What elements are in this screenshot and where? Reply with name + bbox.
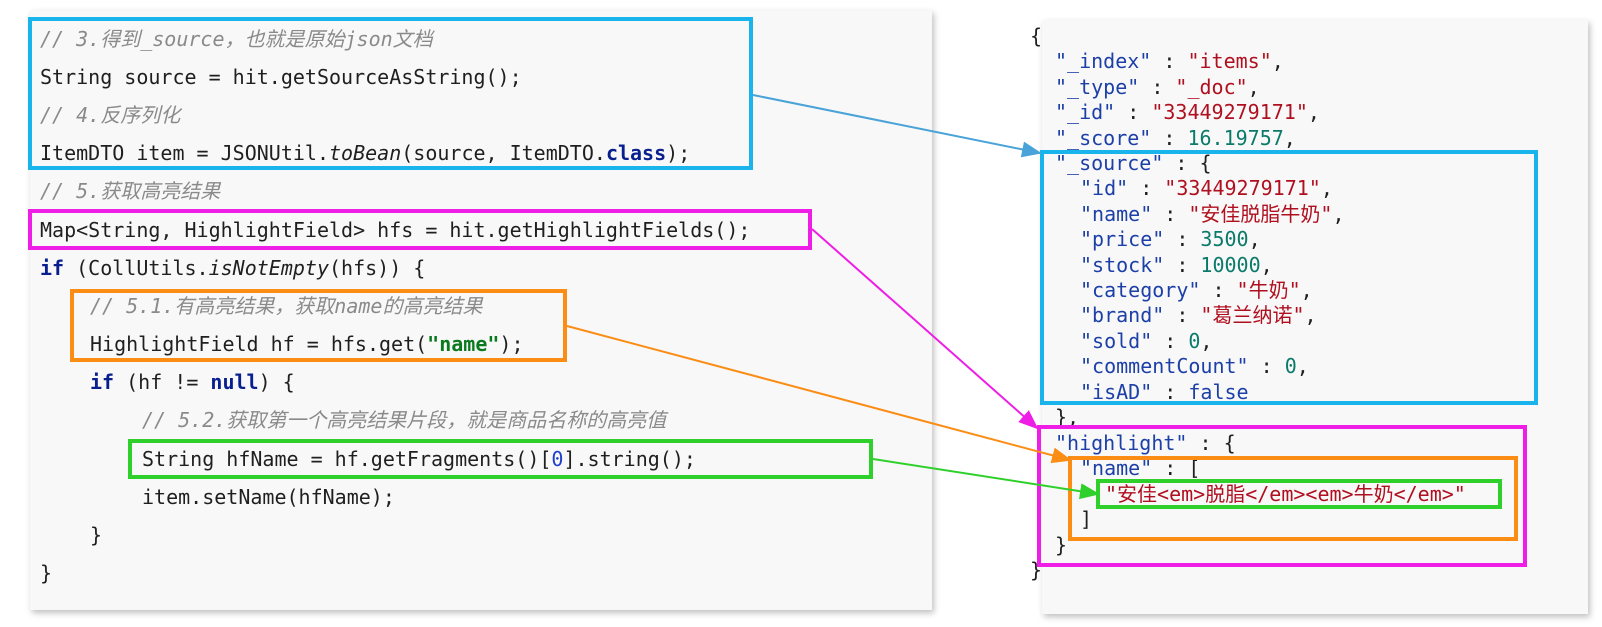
json-value: 16.19757 bbox=[1187, 126, 1284, 150]
json-key: "_id" bbox=[1055, 100, 1116, 124]
json-key: "highlight" bbox=[1055, 431, 1188, 455]
code-token: (source, ItemDTO. bbox=[401, 141, 606, 165]
name-highlight-box bbox=[70, 289, 567, 362]
json-source-stock: "stock" : 10000, bbox=[1080, 253, 1273, 277]
arrow-name bbox=[566, 325, 1072, 464]
code-brace-inner: } bbox=[90, 523, 103, 547]
code-token: ); bbox=[666, 141, 691, 165]
json-source-line: "_source" : { bbox=[1055, 151, 1212, 175]
json-key: "id" bbox=[1080, 176, 1129, 200]
code-keyword-null: null bbox=[210, 370, 259, 394]
json-key: "_score" bbox=[1055, 126, 1152, 150]
comment-name-highlight: // 5.1.有高亮结果，获取name的高亮结果 bbox=[90, 294, 483, 318]
arrow-highlight bbox=[811, 228, 1039, 430]
json-highlight-close: } bbox=[1055, 533, 1068, 557]
comment-get-highlight: // 5.获取高亮结果 bbox=[40, 179, 221, 203]
json-highlight-line: "highlight" : { bbox=[1055, 431, 1236, 455]
json-highlight-box bbox=[1037, 425, 1527, 567]
json-type-line: "_type" : "_doc", bbox=[1055, 75, 1260, 99]
json-value: "items" bbox=[1187, 49, 1272, 73]
code-token-method: isNotEmpty bbox=[208, 256, 330, 280]
json-array-close: ] bbox=[1080, 507, 1093, 531]
comment-first-fragment: // 5.2.获取第一个高亮结果片段，就是商品名称的高亮值 bbox=[142, 408, 667, 432]
json-key: "stock" bbox=[1080, 253, 1165, 277]
json-source-brand: "brand" : "葛兰纳诺", bbox=[1080, 303, 1317, 327]
json-value: "安佳脱脂牛奶" bbox=[1188, 202, 1333, 226]
json-value: "33449279171" bbox=[1164, 176, 1321, 200]
json-highlight-fragment: "安佳<em>脱脂</em><em>牛奶</em>" bbox=[1105, 482, 1466, 506]
json-key: "name" bbox=[1080, 202, 1153, 226]
json-value: false bbox=[1188, 380, 1249, 404]
code-line-source: String source = hit.getSourceAsString(); bbox=[40, 65, 522, 89]
code-token: ) { bbox=[258, 370, 295, 394]
json-key: "_type" bbox=[1055, 75, 1140, 99]
code-line-hf: HighlightField hf = hfs.get("name"); bbox=[90, 332, 524, 356]
json-value: "葛兰纳诺" bbox=[1200, 303, 1305, 327]
code-token: ].string(); bbox=[563, 447, 696, 471]
fragment-code-box bbox=[128, 439, 873, 479]
code-panel bbox=[30, 10, 932, 610]
json-value: 0 bbox=[1284, 354, 1297, 378]
code-keyword-if: if bbox=[40, 256, 65, 280]
code-token: ); bbox=[499, 332, 524, 356]
code-token: (hf != bbox=[114, 370, 211, 394]
json-index-line: "_index" : "items", bbox=[1055, 49, 1284, 73]
json-key: "_source" bbox=[1055, 151, 1164, 175]
json-name-array-box bbox=[1068, 456, 1518, 541]
json-source-name: "name" : "安佳脱脂牛奶", bbox=[1080, 202, 1345, 226]
json-key: "category" bbox=[1080, 278, 1201, 302]
json-value: 0 bbox=[1188, 329, 1201, 353]
code-brace-outer: } bbox=[40, 561, 53, 585]
code-token: (CollUtils. bbox=[64, 256, 209, 280]
json-open-brace: { bbox=[1030, 24, 1043, 48]
json-key: "brand" bbox=[1080, 303, 1165, 327]
json-value: "_doc" bbox=[1175, 75, 1248, 99]
json-highlight-name: "name" : [ bbox=[1080, 456, 1201, 480]
code-string-name: "name" bbox=[427, 332, 500, 356]
code-keyword-if: if bbox=[90, 370, 115, 394]
json-key: "commentCount" bbox=[1080, 354, 1249, 378]
json-panel bbox=[1042, 20, 1588, 614]
json-key: "name" bbox=[1080, 456, 1153, 480]
json-value: "33449279171" bbox=[1151, 100, 1308, 124]
code-token: (hfs)) { bbox=[329, 256, 426, 280]
code-line-hfname: String hfName = hf.getFragments()[0].str… bbox=[142, 447, 696, 471]
code-line-map: Map<String, HighlightField> hfs = hit.ge… bbox=[40, 218, 751, 242]
json-score-line: "_score" : 16.19757, bbox=[1055, 126, 1296, 150]
code-keyword-class: class bbox=[605, 141, 667, 165]
highlight-fields-box bbox=[28, 209, 812, 250]
code-line-if-notempty: if (CollUtils.isNotEmpty(hfs)) { bbox=[40, 256, 425, 280]
json-source-sold: "sold" : 0, bbox=[1080, 329, 1213, 353]
json-value: 10000 bbox=[1200, 253, 1261, 277]
code-line-setname: item.setName(hfName); bbox=[142, 485, 395, 509]
json-value: "牛奶" bbox=[1236, 278, 1301, 302]
json-source-category: "category" : "牛奶", bbox=[1080, 278, 1313, 302]
json-source-id: "id" : "33449279171", bbox=[1080, 176, 1333, 200]
json-key: "isAD" bbox=[1080, 380, 1153, 404]
code-line-tobean: ItemDTO item = JSONUtil.toBean(source, I… bbox=[40, 141, 690, 165]
arrow-fragment bbox=[872, 458, 1100, 500]
json-value: 3500 bbox=[1200, 227, 1249, 251]
source-code-box bbox=[28, 17, 753, 170]
json-key: "sold" bbox=[1080, 329, 1153, 353]
code-token-method: toBean bbox=[328, 141, 402, 165]
code-token: String hfName = hf.getFragments()[ bbox=[142, 447, 552, 471]
json-source-box bbox=[1040, 150, 1538, 405]
json-key: "price" bbox=[1080, 227, 1165, 251]
json-source-commentcount: "commentCount" : 0, bbox=[1080, 354, 1309, 378]
comment-get-source: // 3.得到_source，也就是原始json文档 bbox=[40, 27, 433, 51]
arrow-source bbox=[752, 94, 1042, 158]
code-line-if-null: if (hf != null) { bbox=[90, 370, 295, 394]
code-number: 0 bbox=[551, 447, 564, 471]
json-source-isad: "isAD" : false bbox=[1080, 380, 1249, 404]
json-key: "_index" bbox=[1055, 49, 1152, 73]
code-token: HighlightField hf = hfs.get( bbox=[90, 332, 428, 356]
comment-deserialize: // 4.反序列化 bbox=[40, 103, 181, 127]
code-token: ItemDTO item = JSONUtil. bbox=[40, 141, 329, 165]
json-source-price: "price" : 3500, bbox=[1080, 227, 1261, 251]
json-id-line: "_id" : "33449279171", bbox=[1055, 100, 1320, 124]
